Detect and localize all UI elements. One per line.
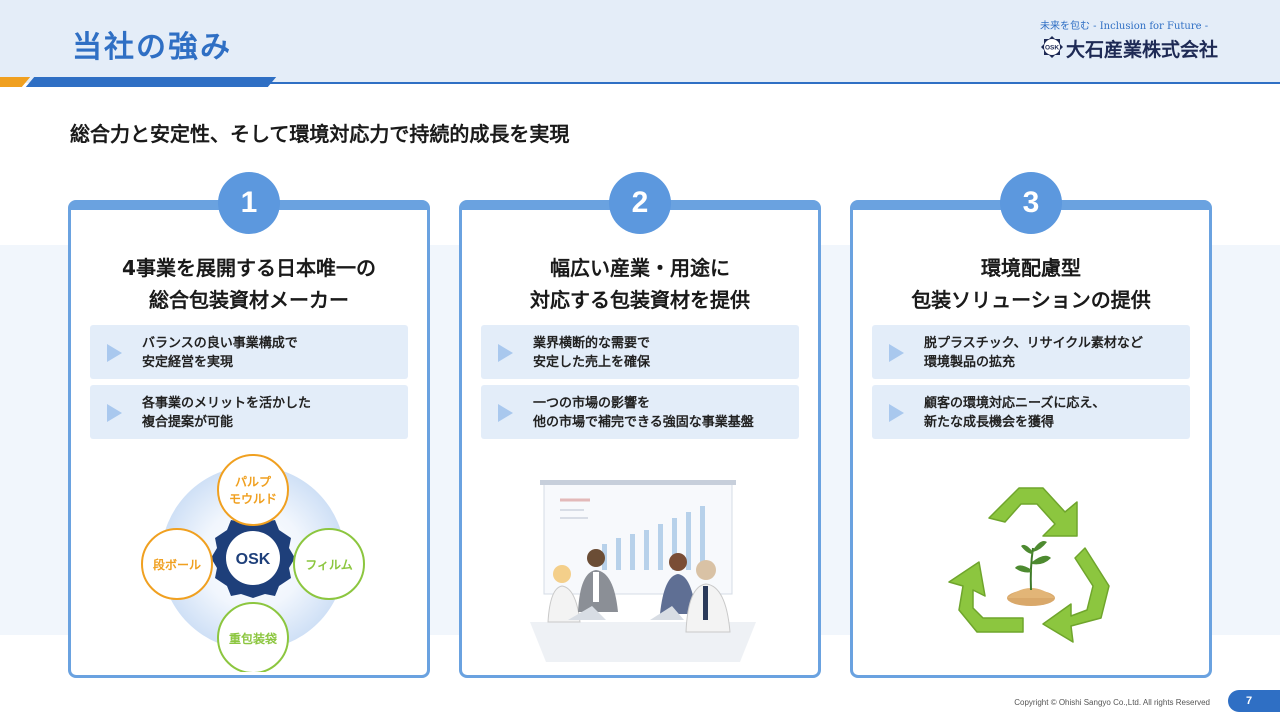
bullet-item: 顧客の環境対応ニーズに応え、 新たな成長機会を獲得 (872, 385, 1190, 439)
node-film-label: フィルム (305, 558, 353, 572)
bullet-item: 業界横断的な需要で 安定した売上を確保 (481, 325, 799, 379)
page-subtitle: 総合力と安定性、そして環境対応力で持続的成長を実現 (70, 122, 570, 146)
strength-card-1: 4事業を展開する日本唯一の 総合包装資材メーカー バランスの良い事業構成で 安定… (68, 200, 430, 678)
play-triangle-icon (107, 404, 122, 422)
play-triangle-icon (889, 404, 904, 422)
bullet-line: 環境製品の拡充 (924, 355, 1016, 370)
node-cardboard-label: 段ボール (153, 557, 201, 572)
person-center-right (660, 553, 696, 614)
header-accent-blue (25, 77, 277, 87)
strength-card-3: 環境配慮型 包装ソリューションの提供 脱プラスチック、リサイクル素材など 環境製… (850, 200, 1212, 678)
node-film (293, 528, 365, 600)
business-diagram: OSK パルプ モウルド 段ボール フィルム 重包装袋 (141, 454, 365, 672)
bullet-text: 顧客の環境対応ニーズに応え、 新たな成長機会を獲得 (924, 394, 1186, 432)
recycle-sprout-icon (948, 487, 1110, 643)
bullet-line: 他の市場で補完できる強固な事業基盤 (533, 415, 754, 430)
bullet-text: 各事業のメリットを活かした 複合提案が可能 (142, 394, 404, 432)
card-number-badge: 1 (218, 172, 280, 234)
bullet-line: 脱プラスチック、リサイクル素材など (924, 336, 1143, 351)
play-triangle-icon (889, 344, 904, 362)
play-triangle-icon (107, 344, 122, 362)
person-center-left (578, 549, 618, 612)
card-title-line: 総合包装資材メーカー (149, 288, 349, 312)
node-pulp-mould (217, 454, 289, 526)
logo-mark-text: OSK (1045, 45, 1059, 52)
header-band (0, 0, 1280, 83)
bullet-text: 業界横断的な需要で 安定した売上を確保 (533, 334, 795, 372)
card-title-line: 環境配慮型 (981, 256, 1081, 280)
bullet-item: 一つの市場の影響を 他の市場で補完できる強固な事業基盤 (481, 385, 799, 439)
person-right (685, 560, 731, 633)
business-meeting-illustration (530, 480, 756, 662)
card-title-line: 4事業を展開する日本唯一の (122, 256, 376, 280)
bullet-item: バランスの良い事業構成で 安定経営を実現 (90, 325, 408, 379)
bullet-line: 安定経営を実現 (142, 355, 234, 370)
logo-tagline: 未来を包む - Inclusion for Future - (1040, 21, 1209, 32)
node-heavy-bag-label: 重包装袋 (229, 631, 278, 646)
bullet-line: 新たな成長機会を獲得 (924, 415, 1055, 430)
card-title: 幅広い産業・用途に 対応する包装資材を提供 (462, 252, 818, 316)
bullet-line: 顧客の環境対応ニーズに応え、 (924, 396, 1106, 411)
node-mould-label: モウルド (229, 492, 277, 506)
osk-center-icon: OSK (211, 518, 295, 598)
card-number-badge: 2 (609, 172, 671, 234)
header-divider (260, 82, 1280, 84)
play-triangle-icon (498, 404, 513, 422)
bullet-text: 脱プラスチック、リサイクル素材など 環境製品の拡充 (924, 334, 1186, 372)
bullet-line: バランスの良い事業構成で (142, 336, 298, 351)
page-number-badge: 7 (1228, 690, 1280, 712)
bullet-text: バランスの良い事業構成で 安定経営を実現 (142, 334, 404, 372)
card-title-line: 包装ソリューションの提供 (911, 288, 1151, 312)
card-title: 4事業を展開する日本唯一の 総合包装資材メーカー (71, 252, 427, 316)
page-number: 7 (1245, 695, 1253, 707)
copyright-text: Copyright © Ohishi Sangyo Co.,Ltd. All r… (1014, 698, 1210, 707)
bullet-line: 一つの市場の影響を (533, 396, 651, 411)
card-title: 環境配慮型 包装ソリューションの提供 (853, 252, 1209, 316)
bullet-line: 各事業のメリットを活かした (142, 396, 312, 411)
card-title-line: 対応する包装資材を提供 (530, 288, 750, 312)
card-number-badge: 3 (1000, 172, 1062, 234)
company-name: 大石産業株式会社 (1066, 39, 1219, 61)
bullet-item: 各事業のメリットを活かした 複合提案が可能 (90, 385, 408, 439)
bullet-text: 一つの市場の影響を 他の市場で補完できる強固な事業基盤 (533, 394, 795, 432)
bullet-line: 業界横断的な需要で (533, 336, 651, 351)
card-title-line: 幅広い産業・用途に (550, 256, 730, 280)
page-title: 当社の強み (72, 30, 232, 65)
strength-card-2: 幅広い産業・用途に 対応する包装資材を提供 業界横断的な需要で 安定した売上を確… (459, 200, 821, 678)
node-pulp-label: パルプ (235, 474, 272, 489)
bullet-line: 複合提案が可能 (142, 415, 234, 430)
bullet-item: 脱プラスチック、リサイクル素材など 環境製品の拡充 (872, 325, 1190, 379)
node-cardboard (141, 528, 213, 600)
node-heavy-bag (217, 602, 289, 672)
diagram-center-label: OSK (236, 551, 271, 568)
company-logo-icon: OSK (1041, 36, 1063, 58)
play-triangle-icon (498, 344, 513, 362)
bullet-line: 安定した売上を確保 (533, 355, 651, 370)
